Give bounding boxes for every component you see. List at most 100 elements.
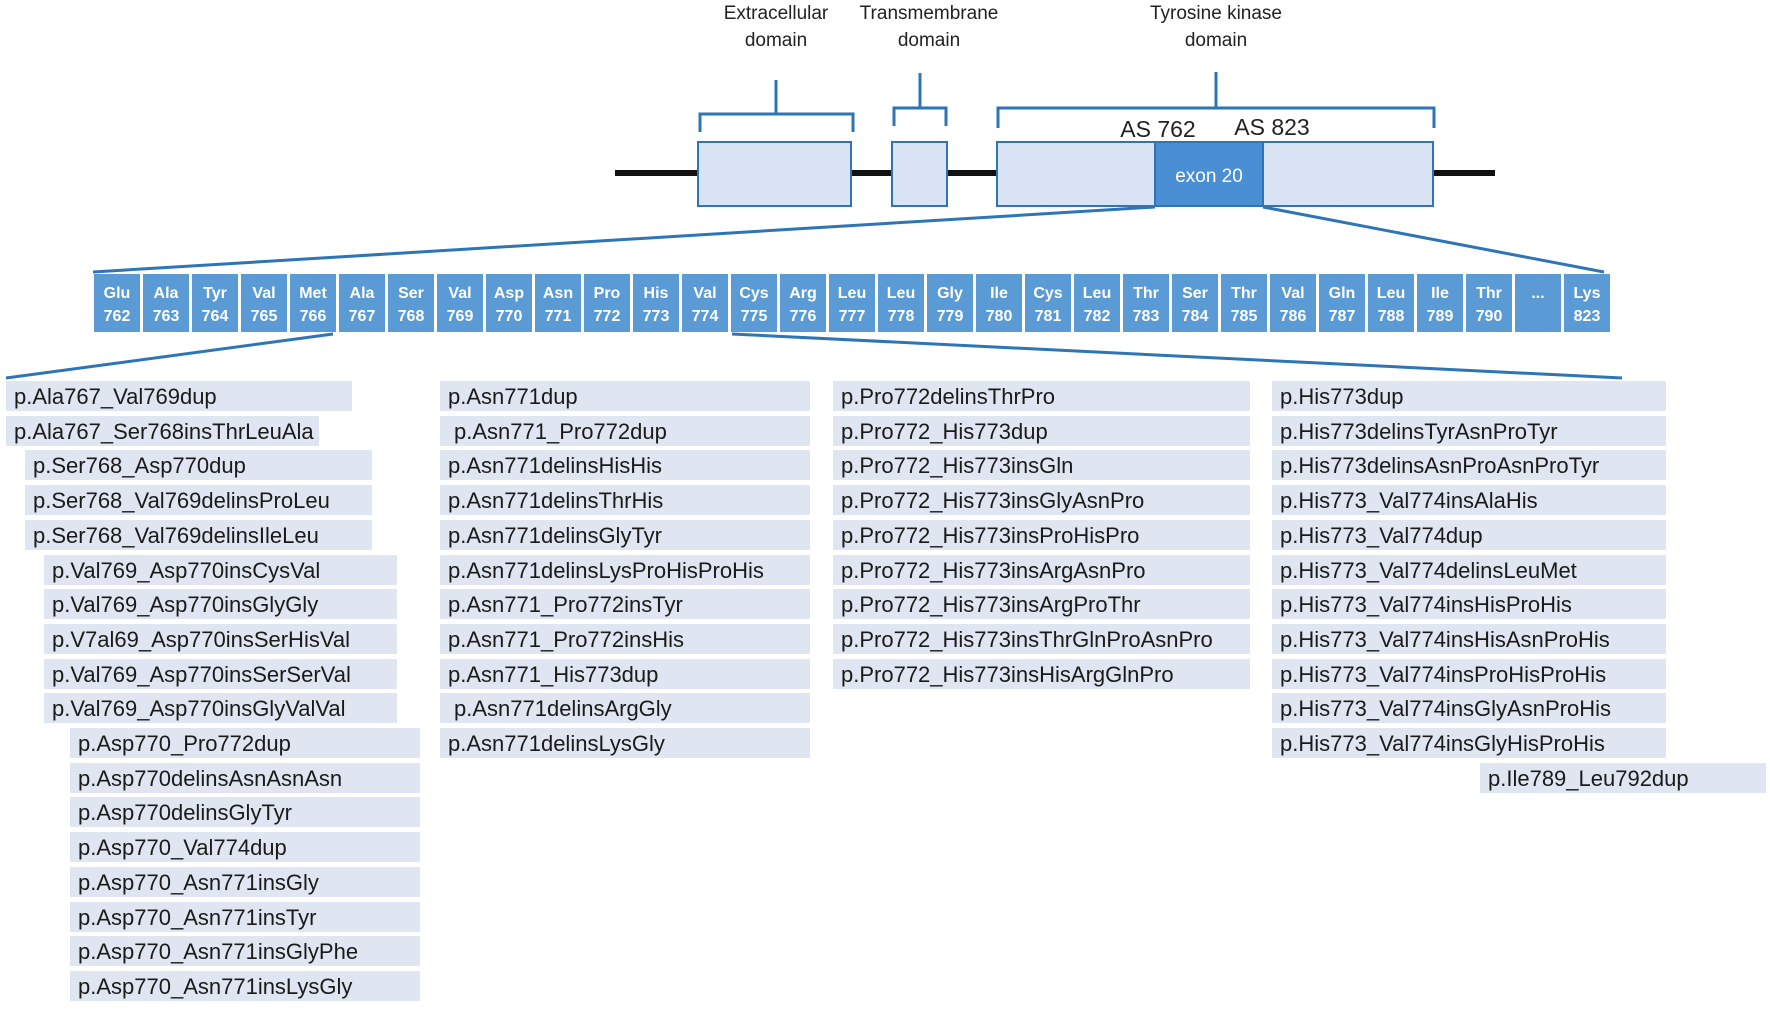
- amino-acid-box: [94, 274, 140, 332]
- amino-acid-name: Val: [252, 285, 275, 302]
- mutation-item: p.His773_Val774insGlyHisProHis: [1272, 728, 1666, 758]
- amino-acid-box: [780, 274, 826, 332]
- zoom-line-mut-right: [731, 332, 1623, 380]
- amino-acid-name: Ile: [990, 285, 1008, 302]
- amino-acid-box: [1368, 274, 1414, 332]
- amino-acid-position: 779: [937, 308, 964, 325]
- mutation-item: p.Pro772_His773insArgProThr: [833, 589, 1250, 620]
- amino-acid-box: [1221, 274, 1267, 332]
- mutation-item: p.His773_Val774insHisAsnProHis: [1272, 623, 1666, 654]
- mutation-item: p.Pro772_His773dup: [833, 415, 1250, 446]
- amino-acid-box: [731, 274, 777, 332]
- amino-acid-position: 775: [741, 308, 768, 325]
- mutation-item: p.Asn771_Pro772insTyr: [440, 589, 810, 620]
- mutation-item: p.His773_Val774insProHisProHis: [1272, 658, 1666, 689]
- amino-acid-box: [290, 274, 336, 332]
- amino-acid-cell: Val769: [437, 274, 483, 332]
- mutation-item: p.Asp770_Asn771insGly: [70, 866, 420, 897]
- amino-acid-box: [682, 274, 728, 332]
- amino-acid-box: [339, 274, 385, 332]
- amino-acid-position: 768: [398, 308, 425, 325]
- amino-acid-strip: Glu762Ala763Tyr764Val765Met766Ala767Ser7…: [94, 274, 1610, 332]
- amino-acid-cell: Ile 780: [976, 274, 1022, 332]
- transmembrane-bracket: [892, 73, 948, 126]
- amino-acid-box: [633, 274, 679, 332]
- amino-acid-position: 787: [1329, 308, 1356, 325]
- mutation-item: p.Asn771_His773dup: [440, 658, 810, 689]
- mutation-item: p.Asn771delinsLysProHisProHis: [440, 554, 810, 585]
- amino-acid-position: 770: [496, 308, 523, 325]
- mutation-item: p.Ser768_Val769delinsProLeu: [25, 485, 372, 516]
- mutation-item: p.Val769_Asp770insCysVal: [44, 554, 397, 585]
- amino-acid-position: 783: [1133, 308, 1160, 325]
- zoom-line-right: [1262, 205, 1605, 274]
- amino-acid-box: [388, 274, 434, 332]
- amino-acid-box: [1123, 274, 1169, 332]
- amino-acid-position: 785: [1231, 308, 1258, 325]
- exon20-box: [1154, 141, 1264, 207]
- amino-acid-name: Leu: [838, 285, 866, 302]
- amino-acid-name: Leu: [1083, 285, 1111, 302]
- amino-acid-box: [486, 274, 532, 332]
- amino-acid-name: Ile: [1431, 285, 1449, 302]
- amino-acid-cell: Pro772: [584, 274, 630, 332]
- exon20-label: exon 20: [1175, 166, 1243, 187]
- amino-acid-name: Leu: [1377, 285, 1405, 302]
- amino-acid-box: [1564, 274, 1610, 332]
- mutation-item: p.His773_Val774delinsLeuMet: [1272, 554, 1666, 585]
- mutation-item: p.Asn771_Pro772dup: [440, 415, 810, 446]
- mutation-item: p.Ala767_Ser768insThrLeuAla: [6, 415, 319, 446]
- mutation-item: p.Asn771delinsHisHis: [440, 450, 810, 481]
- amino-acid-cell: Val 786: [1270, 274, 1316, 332]
- amino-acid-name: ...: [1531, 285, 1544, 302]
- mutation-item: p.His773_Val774insGlyAsnProHis: [1272, 693, 1666, 724]
- amino-acid-cell: Gly 779: [927, 274, 973, 332]
- amino-acid-box: [1025, 274, 1071, 332]
- mutation-item: p.Ile789_Leu792dup: [1480, 762, 1766, 793]
- amino-acid-position: 765: [251, 308, 278, 325]
- amino-acid-name: Thr: [1133, 285, 1159, 302]
- mutation-item: p.Pro772_His773insGlyAsnPro: [833, 485, 1250, 516]
- mutation-item: p.Ser768_Asp770dup: [25, 450, 372, 481]
- amino-acid-position: 767: [349, 308, 376, 325]
- amino-acid-position: 781: [1035, 308, 1062, 325]
- amino-acid-cell: Asn771: [535, 274, 581, 332]
- amino-acid-name: Val: [693, 285, 716, 302]
- amino-acid-name: Ser: [1182, 285, 1208, 302]
- amino-acid-cell: His773: [633, 274, 679, 332]
- mutation-item: p.His773delinsAsnProAsnProTyr: [1272, 450, 1666, 481]
- amino-acid-box: [437, 274, 483, 332]
- amino-acid-position: 780: [986, 308, 1013, 325]
- amino-acid-box: [584, 274, 630, 332]
- mutation-item: p.His773_Val774dup: [1272, 519, 1666, 550]
- amino-acid-cell: Val774: [682, 274, 728, 332]
- mutation-item: p.Asp770_Pro772dup: [70, 728, 420, 758]
- amino-acid-position: 763: [153, 308, 180, 325]
- amino-acid-name: Ala: [350, 285, 375, 302]
- amino-acid-box: [1074, 274, 1120, 332]
- amino-acid-cell: Leu 788: [1368, 274, 1414, 332]
- amino-acid-name: Cys: [1033, 285, 1062, 302]
- mutation-item: p.Asn771_Pro772insHis: [440, 623, 810, 654]
- transmembrane-domain-box: [891, 141, 948, 207]
- amino-acid-position: 764: [202, 308, 229, 325]
- zoom-line-left: [92, 205, 1156, 274]
- amino-acid-position: 786: [1280, 308, 1307, 325]
- amino-acid-name: Leu: [887, 285, 915, 302]
- amino-acid-position: 790: [1476, 308, 1503, 325]
- amino-acid-position: 823: [1574, 308, 1601, 325]
- amino-acid-name: Gly: [937, 285, 963, 302]
- amino-acid-position: 788: [1378, 308, 1405, 325]
- amino-acid-box: [878, 274, 924, 332]
- amino-acid-name: Asn: [543, 285, 573, 302]
- amino-acid-position: 772: [594, 308, 621, 325]
- amino-acid-name: Val: [1281, 285, 1304, 302]
- amino-acid-cell: ...: [1515, 274, 1561, 332]
- amino-acid-box: [976, 274, 1022, 332]
